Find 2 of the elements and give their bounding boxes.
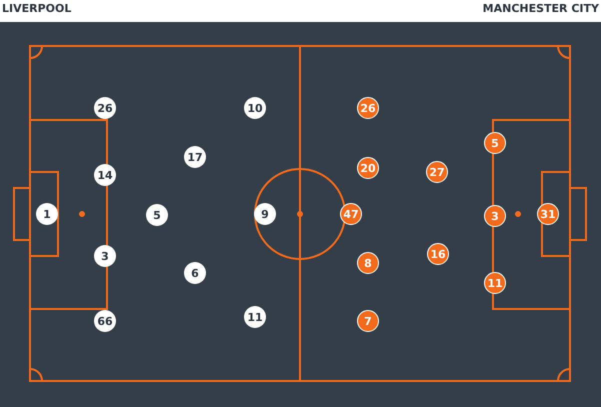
team-name: LIVERPOOL (2, 2, 72, 15)
team-name: MANCHESTER CITY (482, 2, 599, 15)
